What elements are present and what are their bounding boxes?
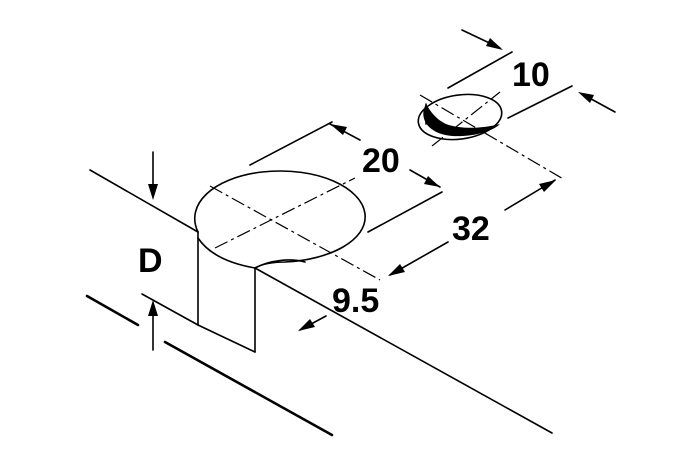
dim20-arrow-bottom bbox=[424, 176, 440, 187]
panel-bottom-edge-left bbox=[85, 294, 140, 327]
cylinder-inner-curve bbox=[197, 237, 256, 269]
panel-top-edge bbox=[89, 169, 199, 233]
dim32-label: 32 bbox=[452, 210, 490, 248]
dimD-arrow-top bbox=[148, 184, 158, 200]
cylinder-cut-arc bbox=[254, 259, 306, 269]
dimD-arrow-bottom bbox=[148, 300, 158, 316]
cylinder-connector bbox=[193, 170, 366, 353]
centerline-hole-b bbox=[431, 91, 501, 147]
dim32-arrow-upper bbox=[539, 180, 556, 192]
dim10-label: 10 bbox=[512, 56, 550, 94]
dimension-D: D bbox=[138, 151, 199, 351]
centerline-cylinder-a bbox=[209, 185, 381, 281]
dimension-10: 10 bbox=[447, 29, 616, 119]
dimension-9-5: 9.5 bbox=[298, 282, 379, 331]
center-lines bbox=[209, 91, 566, 281]
dim32-arrow-lower bbox=[388, 264, 405, 276]
dimension-32: 32 bbox=[388, 179, 556, 276]
dim10-extension-top bbox=[447, 51, 513, 89]
cylinder-bottom-edge bbox=[197, 324, 256, 353]
small-hole bbox=[417, 93, 503, 141]
dim10-extension-bottom bbox=[507, 85, 573, 119]
panel-face-edge bbox=[254, 267, 553, 434]
centerline-hole-a bbox=[419, 94, 566, 181]
dimD-extension-bottom bbox=[141, 293, 199, 326]
panel-bottom-edge-right bbox=[163, 340, 334, 437]
dim20-extension-bottom bbox=[367, 191, 443, 233]
dim9-5-label: 9.5 bbox=[332, 282, 379, 320]
small-hole-rim bbox=[417, 93, 503, 141]
panel-outline bbox=[85, 169, 553, 437]
dimD-label: D bbox=[138, 242, 163, 280]
dim9-5-arrow bbox=[298, 319, 315, 331]
small-hole-shadow bbox=[423, 104, 500, 137]
centerline-cylinder-b bbox=[214, 177, 356, 249]
dim20-label: 20 bbox=[362, 142, 400, 180]
cylinder-top-face bbox=[193, 170, 366, 269]
dimension-20: 20 bbox=[249, 121, 443, 233]
dim20-extension-top bbox=[249, 121, 333, 166]
dim10-arrow-top bbox=[486, 38, 503, 50]
dim20-arrow-top bbox=[330, 124, 347, 135]
dim10-arrow-bottom bbox=[578, 92, 594, 103]
